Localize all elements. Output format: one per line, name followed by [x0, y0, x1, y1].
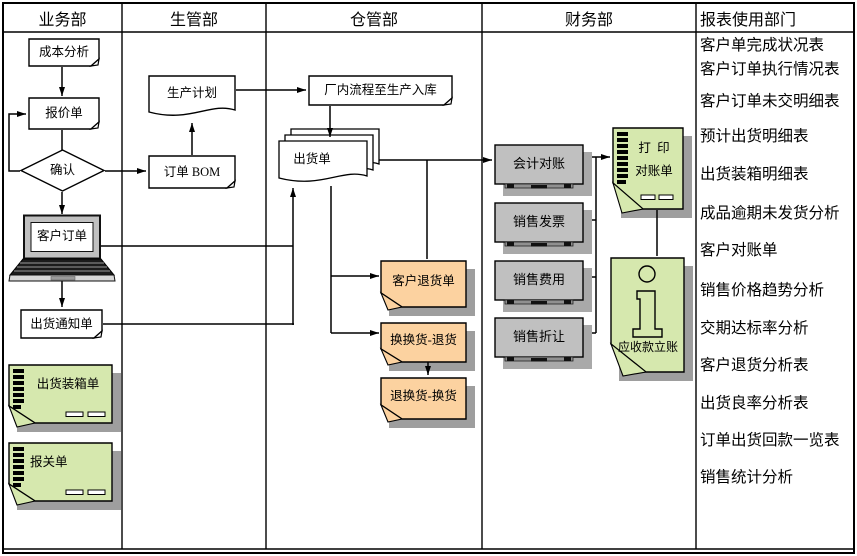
node-customs-declaration-note: 报关单	[7, 442, 121, 510]
node-sales-invoice: 销售发票	[494, 202, 594, 257]
report-item: 客户单完成状况表	[700, 37, 825, 54]
node-receivable-posting-note: 应收款立账	[609, 257, 693, 381]
node-print-statement-note: 打 印 对账单	[611, 127, 692, 218]
report-item: 客户退货分析表	[700, 357, 809, 374]
node-cost-analysis: 成本分析	[28, 38, 100, 67]
lane-header-finance: 财务部	[564, 11, 613, 29]
node-order-bom: 订单 BOM	[148, 155, 236, 189]
node-customer-return-note: 客户退货单	[379, 260, 475, 316]
report-item: 客户对账单	[700, 242, 778, 259]
node-shipping-doc-stack: 出货单	[278, 128, 380, 188]
report-item: 出货装箱明细表	[700, 166, 809, 183]
report-item: 订单出货回款一览表	[700, 432, 840, 449]
report-item: 销售统计分析	[700, 469, 794, 486]
connector-exchange-to-return	[425, 362, 431, 375]
lane-header-production: 生管部	[169, 11, 218, 29]
node-sales-discount: 销售折让	[494, 317, 594, 372]
lane-header-warehouse: 仓管部	[349, 11, 398, 29]
node-customer-order-laptop: 客户订单	[8, 213, 116, 283]
node-accounting-reconcile: 会计对账	[494, 144, 594, 199]
report-item: 预计出货明细表	[700, 128, 809, 145]
connector-factory-to-shipping-doc	[327, 106, 333, 137]
report-item: 出货良率分析表	[700, 395, 809, 412]
report-item: 客户订单未交明细表	[700, 93, 840, 110]
node-quotation: 报价单	[28, 97, 100, 130]
lane-header-reports: 报表使用部门	[700, 11, 797, 29]
node-factory-flow: 厂内流程至生产入库	[308, 75, 453, 106]
node-confirm-decision: 确认	[19, 149, 106, 192]
report-item: 客户订单执行情况表	[700, 61, 840, 78]
node-exchange-return-note: 换换货-退货	[379, 322, 475, 371]
lane-header-business: 业务部	[38, 11, 87, 29]
report-item: 销售价格趋势分析	[700, 282, 825, 299]
node-sales-expense: 销售费用	[494, 260, 594, 315]
node-shipping-notice: 出货通知单	[20, 309, 103, 339]
connector-print-to-receivable	[656, 210, 658, 256]
node-production-plan: 生产计划	[148, 75, 236, 120]
report-item: 成品逾期未发货分析	[700, 205, 840, 222]
node-return-exchange-note: 退换货-换货	[379, 377, 475, 428]
report-item: 交期达标率分析	[700, 320, 809, 337]
node-packing-list-note: 出货装箱单	[7, 364, 121, 432]
